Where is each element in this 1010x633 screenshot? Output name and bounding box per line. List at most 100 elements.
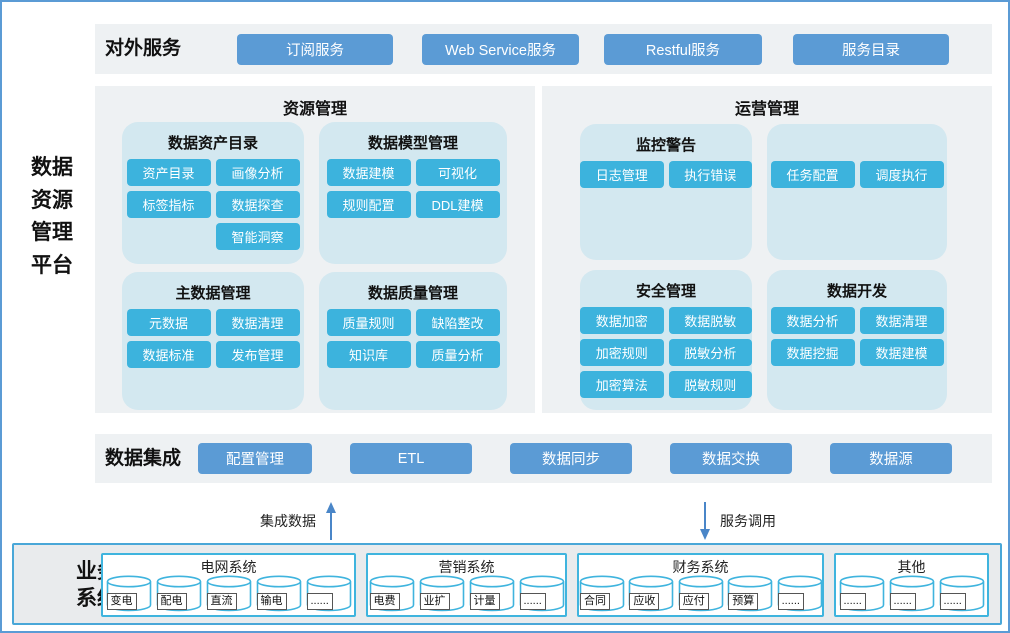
block-data-standard: 数据标准 xyxy=(126,341,211,368)
block-data-encryption: 数据加密 xyxy=(580,307,664,334)
data-integration-band: 数据集成 配置管理 ETL 数据同步 数据交换 数据源 xyxy=(95,434,992,483)
block-data-analysis: 数据分析 xyxy=(770,307,855,334)
up-arrow-icon xyxy=(326,502,336,540)
block-etl: ETL xyxy=(350,443,472,474)
db-label: 计量 xyxy=(469,593,500,610)
card-master-data-mgmt: 主数据管理 元数据 数据清理 数据标准 发布管理 xyxy=(122,272,304,410)
block-knowledge-base: 知识库 xyxy=(326,341,411,368)
block-data-modeling2: 数据建模 xyxy=(859,339,944,366)
block-data-exchange: 数据交换 xyxy=(670,443,792,474)
block-rule-config: 规则配置 xyxy=(326,191,411,218)
card-title: 安全管理 xyxy=(635,283,696,300)
block-publish-mgmt: 发布管理 xyxy=(215,341,300,368)
db-item: 电费 xyxy=(369,575,415,613)
group-grid-system: 电网系统 变电 配电 直流 输电 xyxy=(101,553,356,617)
card-title: 监控警告 xyxy=(635,137,696,154)
db-label: ...... xyxy=(839,593,866,610)
block-quality-analysis: 质量分析 xyxy=(415,341,500,368)
db-item: 应付 xyxy=(678,575,724,613)
integrate-data-label: 集成数据 xyxy=(260,513,316,529)
group-other-systems: 其他 ...... ...... ...... xyxy=(834,553,989,617)
block-tag-metrics: 标签指标 xyxy=(126,191,211,218)
block-data-source: 数据源 xyxy=(830,443,952,474)
db-item: 预算 xyxy=(727,575,773,613)
card-title: 主数据管理 xyxy=(175,285,251,302)
block-webservice: Web Service服务 xyxy=(422,34,579,65)
card-title: 数据质量管理 xyxy=(367,285,458,302)
db-item: 应收 xyxy=(628,575,674,613)
db-label: 合同 xyxy=(579,593,610,610)
block-masking-analysis: 脱敏分析 xyxy=(668,339,752,366)
card-title: 数据开发 xyxy=(826,283,887,300)
block-data-exploration: 数据探查 xyxy=(215,191,300,218)
business-systems-section: 业务 系统 电网系统 变电 配电 直流 输电 xyxy=(12,543,1002,625)
data-integration-title: 数据集成 xyxy=(105,448,182,469)
db-item: ...... xyxy=(306,575,352,613)
block-config-mgmt: 配置管理 xyxy=(198,443,312,474)
resource-mgmt-panel: 资源管理 数据资产目录 资产目录 画像分析 标签指标 数据探查 智能洞察 数据模… xyxy=(95,86,535,413)
db-label: 变电 xyxy=(106,593,137,610)
group-title: 电网系统 xyxy=(200,559,257,575)
card-task-scheduling: 任务配置 调度执行 xyxy=(767,124,947,260)
block-service-catalog: 服务目录 xyxy=(793,34,949,65)
card-data-quality-mgmt: 数据质量管理 质量规则 缺陷整改 知识库 质量分析 xyxy=(319,272,507,410)
db-item: 业扩 xyxy=(419,575,465,613)
block-schedule-exec: 调度执行 xyxy=(859,161,944,188)
platform-title: 数据 资源 管理 平台 xyxy=(31,156,73,277)
block-asset-catalog: 资产目录 xyxy=(126,159,211,186)
operations-mgmt-title: 运营管理 xyxy=(734,101,799,118)
group-finance-system: 财务系统 合同 应收 应付 预算 xyxy=(577,553,824,617)
block-smart-insight: 智能洞察 xyxy=(215,223,300,250)
block-masking-rule: 脱敏规则 xyxy=(668,371,752,398)
db-label: ...... xyxy=(889,593,916,610)
card-data-asset-catalog: 数据资产目录 资产目录 画像分析 标签指标 数据探查 智能洞察 xyxy=(122,122,304,264)
block-defect-fix: 缺陷整改 xyxy=(415,309,500,336)
db-item: 配电 xyxy=(156,575,202,613)
db-label: ...... xyxy=(939,593,966,610)
card-title: 数据模型管理 xyxy=(367,135,458,152)
db-item: 直流 xyxy=(206,575,252,613)
db-item: ...... xyxy=(889,575,935,613)
db-item: 输电 xyxy=(256,575,302,613)
block-data-cleaning: 数据清理 xyxy=(215,309,300,336)
block-quality-rule: 质量规则 xyxy=(326,309,411,336)
db-label: ...... xyxy=(519,593,546,610)
service-call-flow: 服务调用 xyxy=(698,502,776,540)
group-title: 其他 xyxy=(897,559,926,575)
block-ddl-modeling: DDL建模 xyxy=(415,191,500,218)
group-title: 财务系统 xyxy=(672,559,729,575)
db-label: ...... xyxy=(777,593,804,610)
db-item: 变电 xyxy=(106,575,152,613)
block-data-modeling: 数据建模 xyxy=(326,159,411,186)
integrate-data-flow: 集成数据 xyxy=(260,502,338,540)
db-item: ...... xyxy=(519,575,565,613)
external-services-title: 对外服务 xyxy=(105,38,182,59)
db-label: 预算 xyxy=(728,593,759,610)
block-data-mining: 数据挖掘 xyxy=(770,339,855,366)
db-label: 直流 xyxy=(206,593,237,610)
db-label: ...... xyxy=(306,593,333,610)
db-label: 配电 xyxy=(156,593,187,610)
block-encryption-algo: 加密算法 xyxy=(580,371,664,398)
card-title xyxy=(767,124,947,156)
db-label: 输电 xyxy=(256,593,287,610)
block-restful-service: Restful服务 xyxy=(604,34,762,65)
block-exec-errors: 执行错误 xyxy=(668,161,752,188)
block-task-config: 任务配置 xyxy=(770,161,855,188)
db-label: 应收 xyxy=(629,593,660,610)
block-subscription-service: 订阅服务 xyxy=(237,34,393,65)
group-marketing-system: 营销系统 电费 业扩 计量 ...... xyxy=(366,553,567,617)
db-item: ...... xyxy=(839,575,885,613)
resource-mgmt-title: 资源管理 xyxy=(282,101,347,118)
block-data-cleaning2: 数据清理 xyxy=(859,307,944,334)
block-encryption-rule: 加密规则 xyxy=(580,339,664,366)
db-item: 合同 xyxy=(579,575,625,613)
db-label: 应付 xyxy=(678,593,709,610)
external-services-band: 对外服务 订阅服务 Web Service服务 Restful服务 服务目录 xyxy=(95,24,992,74)
card-data-development: 数据开发 数据分析 数据清理 数据挖掘 数据建模 xyxy=(767,270,947,410)
group-title: 营销系统 xyxy=(438,559,495,575)
db-label: 业扩 xyxy=(419,593,450,610)
block-visualization: 可视化 xyxy=(415,159,500,186)
card-title: 数据资产目录 xyxy=(167,135,258,152)
block-data-masking: 数据脱敏 xyxy=(668,307,752,334)
